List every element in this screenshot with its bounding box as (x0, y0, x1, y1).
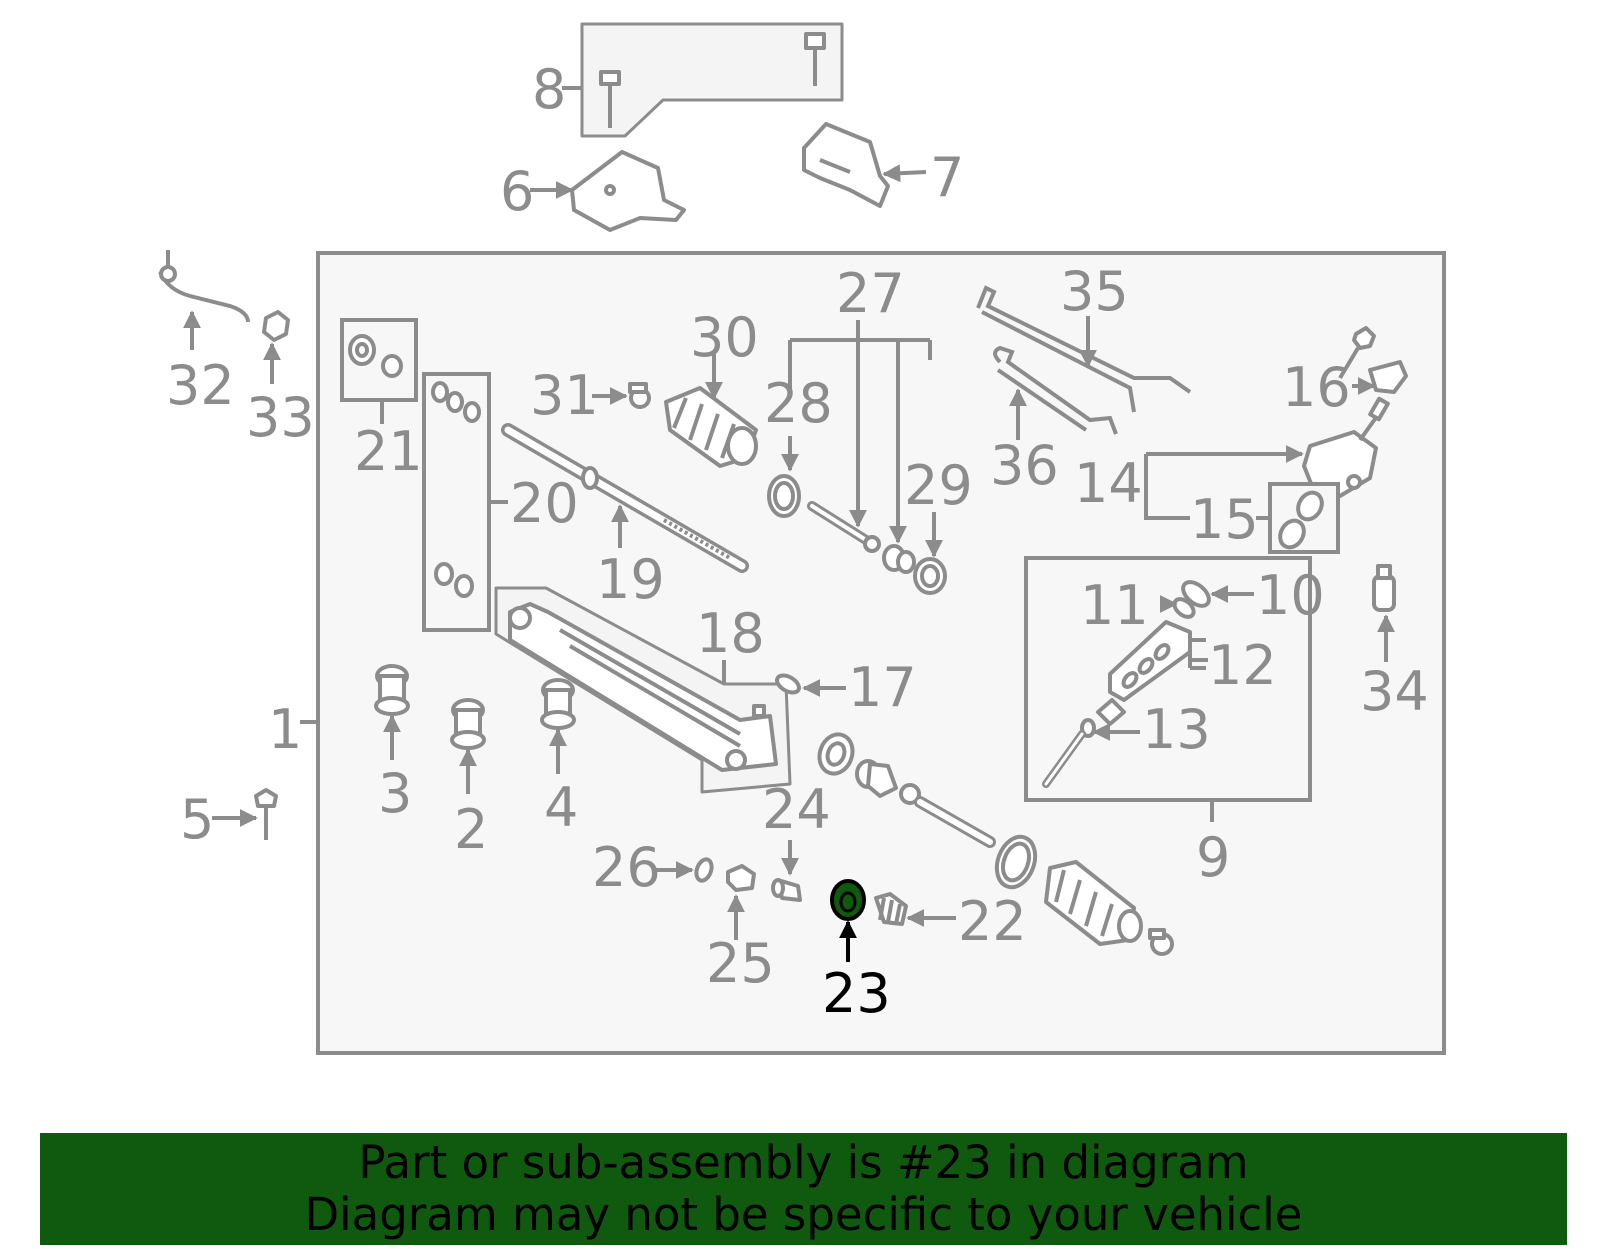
callout-28: 28 (764, 372, 833, 435)
callout-31: 31 (530, 364, 599, 427)
callout-6: 6 (500, 160, 534, 223)
boot-30 (664, 386, 758, 468)
callout-1: 1 (268, 698, 302, 761)
bracket-6 (570, 150, 686, 232)
callout-18: 18 (696, 602, 765, 665)
callout-3: 3 (378, 762, 412, 825)
bracket-8-outline (580, 22, 844, 138)
pipe-35 (976, 285, 1192, 394)
banner-line-2: Diagram may not be specific to your vehi… (304, 1188, 1303, 1241)
bolt-16 (1338, 326, 1376, 380)
fitting-34 (1372, 564, 1396, 612)
callout-27: 27 (836, 262, 905, 325)
callout-21: 21 (354, 420, 423, 483)
bushing-right (855, 759, 898, 798)
callout-24: 24 (762, 778, 831, 841)
callout-9: 9 (1196, 826, 1230, 889)
pipe-36 (993, 345, 1118, 435)
spool-13 (1042, 698, 1126, 788)
rack-shaft-19 (501, 423, 749, 573)
callout-12: 12 (1208, 634, 1277, 697)
callout-13: 13 (1142, 698, 1211, 761)
part-info-banner: Part or sub-assembly is #23 in diagram D… (40, 1133, 1567, 1245)
bushing-3 (374, 664, 410, 716)
callout-30: 30 (690, 306, 759, 369)
bushing-4 (540, 678, 576, 730)
bolt-8a (599, 70, 621, 128)
fitting-24 (771, 878, 802, 902)
banner-line-1: Part or sub-assembly is #23 in diagram (358, 1136, 1249, 1189)
clip-25 (726, 864, 756, 892)
fitting-27b (882, 544, 916, 574)
callout-29: 29 (904, 454, 973, 517)
inner-tie-rod (899, 783, 996, 848)
rod-27 (807, 501, 881, 553)
bushing-2 (450, 698, 486, 750)
callout-33: 33 (246, 386, 315, 449)
clamp-31 (628, 382, 651, 409)
callout-23: 23 (822, 962, 891, 1025)
o-ring-26 (694, 857, 714, 883)
callout-36: 36 (990, 434, 1059, 497)
ring-10 (1181, 580, 1211, 608)
callout-26: 26 (592, 836, 661, 899)
tie-rod-end-32 (158, 250, 250, 323)
callout-4: 4 (544, 776, 578, 839)
callout-19: 19 (596, 548, 665, 611)
callout-32: 32 (166, 354, 235, 417)
o-ring-17 (775, 673, 801, 695)
nut-33 (262, 310, 290, 342)
plate-7 (802, 122, 890, 208)
callout-22: 22 (958, 890, 1027, 953)
callout-34: 34 (1360, 660, 1429, 723)
bolt-5 (254, 788, 278, 840)
part-23-highlighted (830, 879, 866, 921)
callout-16: 16 (1282, 356, 1351, 419)
callout-15: 15 (1190, 488, 1259, 551)
spring-22 (874, 892, 908, 926)
callout-25: 25 (706, 932, 775, 995)
seal-ring-right (817, 732, 855, 776)
callout-2: 2 (454, 798, 488, 861)
callout-14: 14 (1074, 452, 1143, 515)
bolt-8b (804, 32, 826, 86)
retainer-28 (767, 474, 801, 518)
boot-right (1044, 860, 1174, 956)
valve-housing-14 (1302, 396, 1390, 498)
callout-20: 20 (510, 472, 579, 535)
callout-7: 7 (930, 146, 964, 209)
callout-11: 11 (1080, 574, 1149, 637)
callout-35: 35 (1060, 260, 1129, 323)
seal-29 (913, 557, 947, 595)
callout-10: 10 (1256, 564, 1325, 627)
clamp-right (994, 834, 1038, 890)
callout-8: 8 (532, 58, 566, 121)
callout-5: 5 (180, 788, 214, 851)
callout-17: 17 (848, 656, 917, 719)
